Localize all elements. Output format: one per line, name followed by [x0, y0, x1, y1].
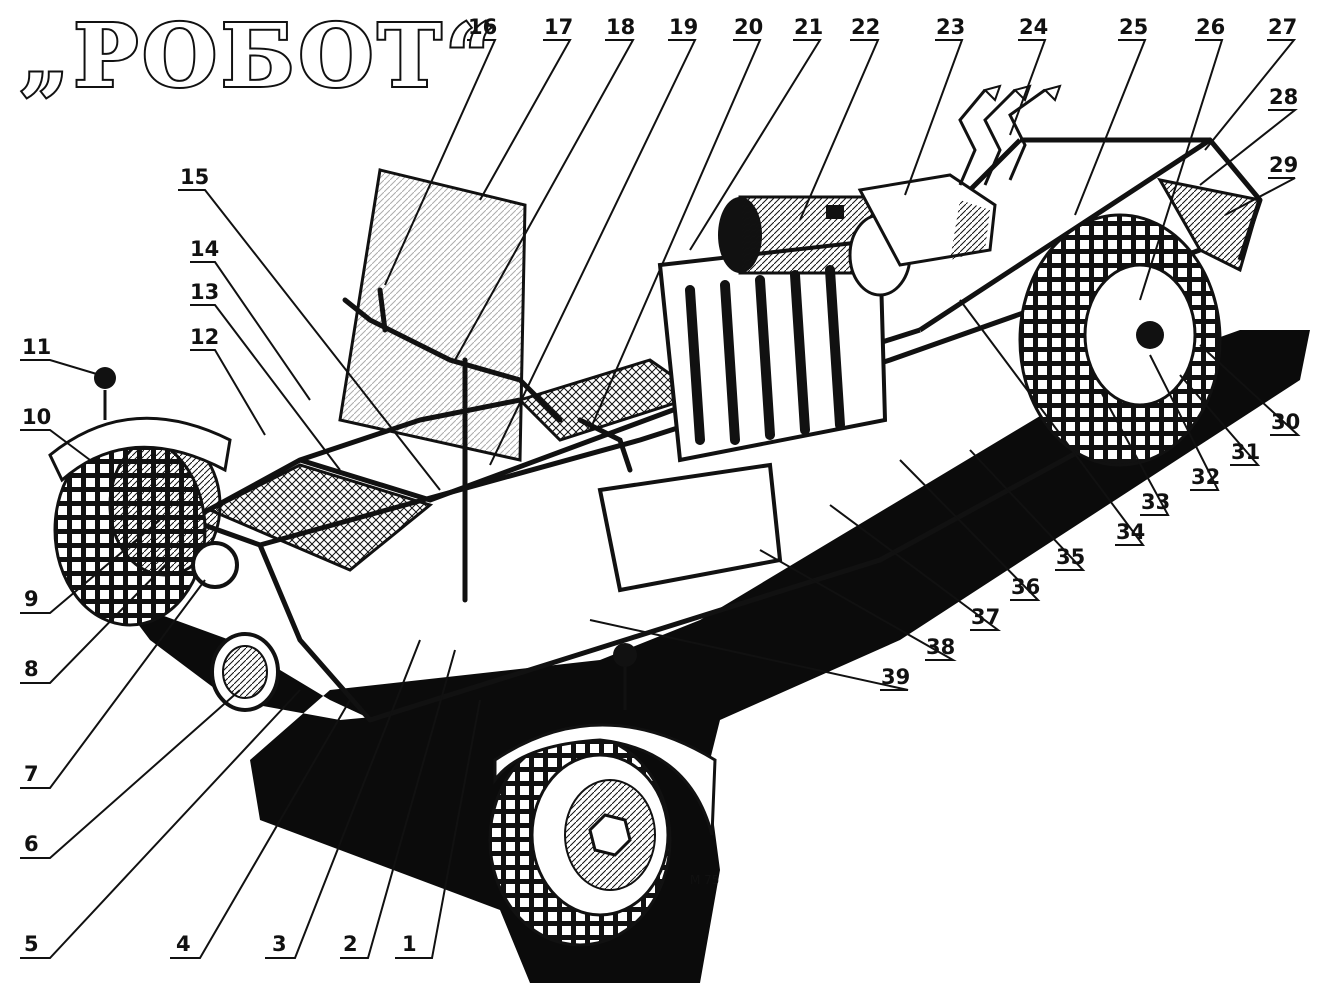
rear-wheel — [1018, 177, 1262, 467]
part-label-34: 34 — [1116, 520, 1146, 544]
seat — [597, 237, 888, 593]
leader-lines — [20, 39, 1301, 959]
part-label-6: 6 — [24, 832, 39, 856]
page-title: „РОБОТ“ — [18, 4, 499, 109]
part-label-1: 1 — [402, 932, 417, 956]
part-label-17: 17 — [544, 15, 574, 39]
headlight — [191, 541, 280, 712]
part-label-13: 13 — [190, 280, 220, 304]
ground-shadow — [120, 330, 1310, 983]
part-label-37: 37 — [971, 605, 1001, 629]
part-label-30: 30 — [1271, 410, 1301, 434]
part-label-19: 19 — [669, 15, 699, 39]
part-label-14: 14 — [190, 237, 220, 261]
part-label-18: 18 — [606, 15, 636, 39]
part-label-35: 35 — [1056, 545, 1086, 569]
part-label-31: 31 — [1231, 440, 1261, 464]
part-label-38: 38 — [926, 635, 956, 659]
part-label-32: 32 — [1191, 465, 1221, 489]
part-label-5: 5 — [24, 932, 39, 956]
part-label-10: 10 — [22, 405, 52, 429]
part-label-29: 29 — [1269, 153, 1299, 177]
part-label-9: 9 — [24, 587, 39, 611]
handlebar — [342, 287, 633, 603]
part-label-7: 7 — [24, 762, 39, 786]
front-left-wheel — [48, 367, 232, 627]
part-label-16: 16 — [468, 15, 498, 39]
windshield — [338, 168, 527, 462]
part-label-8: 8 — [24, 657, 39, 681]
part-label-26: 26 — [1196, 15, 1226, 39]
front-floor-mesh — [206, 463, 434, 572]
part-label-21: 21 — [794, 15, 824, 39]
part-label-28: 28 — [1269, 85, 1299, 109]
part-label-33: 33 — [1141, 490, 1171, 514]
part-label-36: 36 — [1011, 575, 1041, 599]
artist-signature: M 75 — [690, 873, 720, 887]
part-label-22: 22 — [851, 15, 881, 39]
part-label-25: 25 — [1119, 15, 1149, 39]
part-label-15: 15 — [180, 165, 210, 189]
engine-box — [857, 84, 1062, 267]
part-label-4: 4 — [176, 932, 191, 956]
part-label-23: 23 — [936, 15, 966, 39]
part-label-3: 3 — [272, 932, 287, 956]
part-label-39: 39 — [881, 665, 911, 689]
part-label-12: 12 — [190, 325, 220, 349]
part-label-11: 11 — [22, 335, 52, 359]
part-label-27: 27 — [1268, 15, 1298, 39]
part-label-2: 2 — [343, 932, 358, 956]
part-label-24: 24 — [1019, 15, 1049, 39]
part-label-20: 20 — [734, 15, 764, 39]
front-right-wheel — [488, 643, 717, 947]
